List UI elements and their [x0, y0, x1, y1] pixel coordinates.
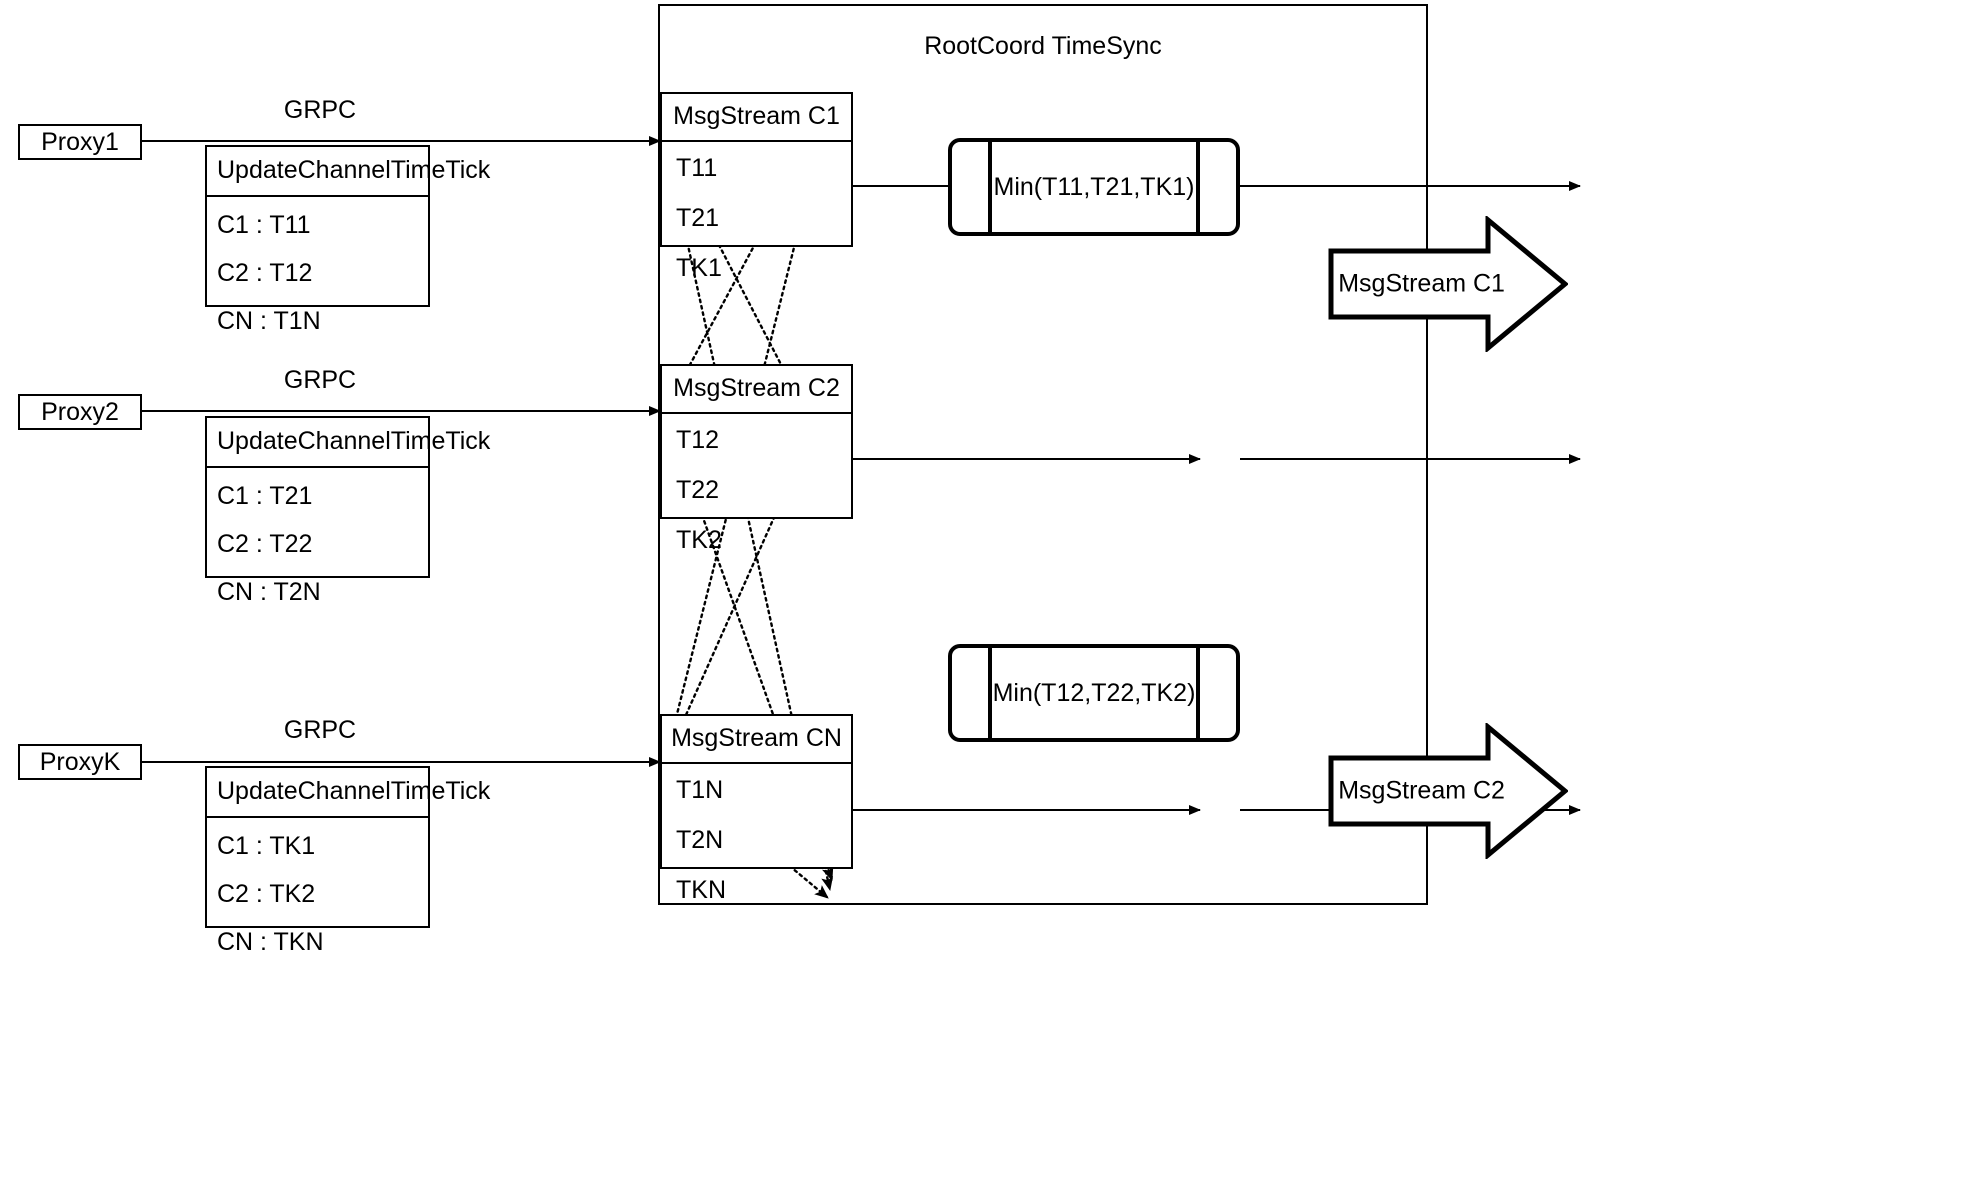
rootcoord-timesync-container [658, 4, 1428, 905]
output-block-arrow-1: MsgStream C1 [1328, 216, 1568, 352]
proxy-label-2: Proxy2 [41, 397, 119, 426]
msgstream-row: T2N [676, 826, 724, 854]
min-process-box-1: Min(T11,T21,TK1) [948, 138, 1240, 236]
proxy-label-3: ProxyK [39, 747, 121, 776]
uct-body-2: C1 : T21 C2 : T22 CN : T2N [207, 468, 428, 617]
update-channel-timetick-table-1: UpdateChannelTimeTick C1 : T11 C2 : T12 … [205, 145, 490, 335]
msgstream-row: TKN [676, 876, 726, 904]
min-label-2: Min(T12,T22,TK2) [992, 678, 1196, 707]
msgstream-row: T21 [676, 204, 720, 232]
msgstream-header-2: MsgStream C2 [662, 366, 851, 414]
update-channel-timetick-table-2: UpdateChannelTimeTick C1 : T21 C2 : T22 … [205, 416, 490, 606]
msgstream-row: T1N [676, 776, 724, 804]
uct-row: C1 : T21 [217, 482, 313, 510]
output-block-arrow-2: MsgStream C2 [1328, 723, 1568, 859]
msgstream-table-2: MsgStream C2 T12 T22 TK2 [660, 364, 853, 554]
msgstream-body-1: T11 T21 TK1 [662, 142, 851, 293]
uct-row: C1 : TK1 [217, 832, 316, 860]
proxy-label-1: Proxy1 [41, 127, 119, 156]
msgstream-table-3: MsgStream CN T1N T2N TKN [660, 714, 853, 904]
uct-row: C2 : TK2 [217, 880, 316, 908]
uct-header-3: UpdateChannelTimeTick [207, 768, 490, 818]
output-arrow-label-1: MsgStream C1 [1338, 269, 1505, 298]
proxy-box-2[interactable]: Proxy2 [18, 394, 142, 430]
uct-header-2: UpdateChannelTimeTick [207, 418, 490, 468]
uct-row: CN : T2N [217, 578, 321, 606]
uct-body-1: C1 : T11 C2 : T12 CN : T1N [207, 197, 428, 346]
uct-header-1: UpdateChannelTimeTick [207, 147, 490, 197]
msgstream-header-3: MsgStream CN [662, 716, 851, 764]
rootcoord-timesync-title: RootCoord TimeSync [924, 32, 1162, 60]
uct-body-3: C1 : TK1 C2 : TK2 CN : TKN [207, 818, 428, 967]
msgstream-row: T11 [676, 154, 718, 182]
msgstream-body-2: T12 T22 TK2 [662, 414, 851, 565]
min-divider-left [988, 141, 992, 233]
msgstream-header-1: MsgStream C1 [662, 94, 851, 142]
msgstream-row: TK1 [676, 254, 722, 282]
uct-row: CN : TKN [217, 928, 324, 956]
min-divider-right [1196, 141, 1200, 233]
min-process-box-2: Min(T12,T22,TK2) [948, 644, 1240, 742]
uct-row: C2 : T12 [217, 259, 313, 287]
msgstream-row: T12 [676, 426, 720, 454]
msgstream-body-3: T1N T2N TKN [662, 764, 851, 915]
uct-row: C2 : T22 [217, 530, 313, 558]
min-divider-left [988, 647, 992, 739]
proxy-box-3[interactable]: ProxyK [18, 744, 142, 780]
min-divider-right [1196, 647, 1200, 739]
grpc-label-3: GRPC [283, 716, 357, 744]
update-channel-timetick-table-3: UpdateChannelTimeTick C1 : TK1 C2 : TK2 … [205, 766, 490, 956]
min-label-1: Min(T11,T21,TK1) [993, 172, 1195, 201]
grpc-label-1: GRPC [283, 96, 357, 124]
msgstream-table-1: MsgStream C1 T11 T21 TK1 [660, 92, 853, 282]
uct-row: CN : T1N [217, 307, 321, 335]
uct-row: C1 : T11 [217, 211, 311, 239]
msgstream-row: T22 [676, 476, 720, 504]
output-arrow-label-2: MsgStream C2 [1338, 776, 1505, 805]
grpc-label-2: GRPC [283, 366, 357, 394]
msgstream-row: TK2 [676, 526, 722, 554]
proxy-box-1[interactable]: Proxy1 [18, 124, 142, 160]
